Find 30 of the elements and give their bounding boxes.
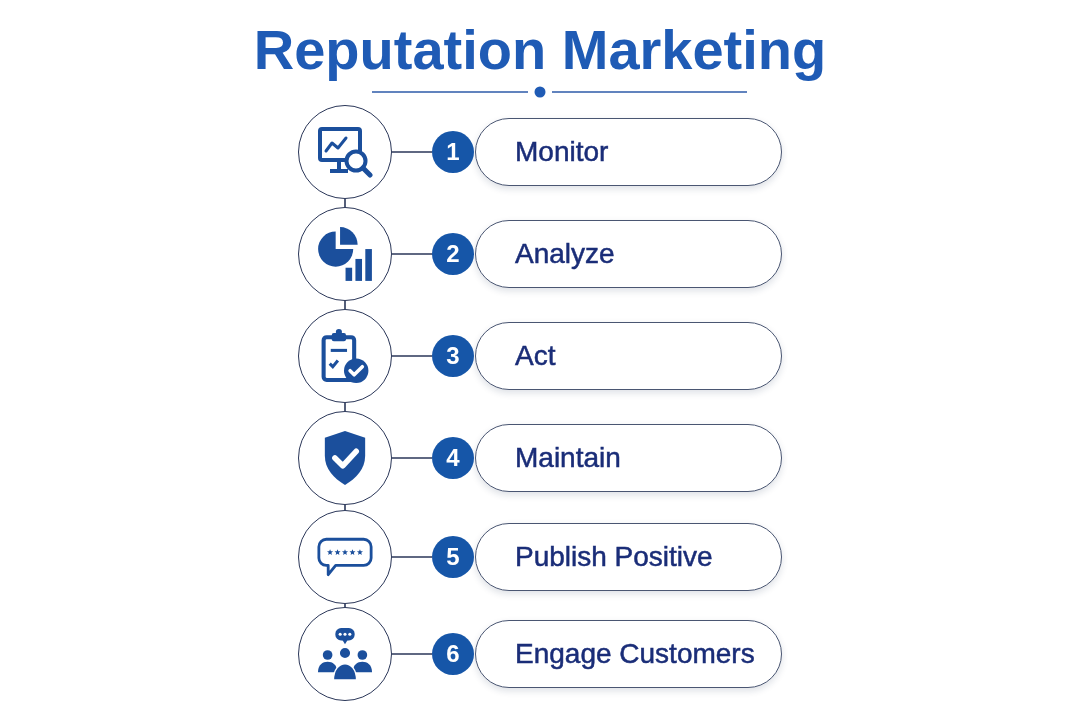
step-title: Analyze bbox=[515, 237, 615, 271]
connector-line bbox=[391, 355, 433, 357]
step-card bbox=[475, 220, 782, 288]
connector-line bbox=[391, 253, 433, 255]
step-title: Act bbox=[515, 339, 556, 373]
step-number: 5 bbox=[432, 536, 474, 578]
step-number: 4 bbox=[432, 437, 474, 479]
step-title: Monitor bbox=[515, 135, 609, 169]
connector-line bbox=[344, 402, 346, 412]
step-card bbox=[475, 322, 782, 390]
step-title: Publish Positive bbox=[515, 540, 713, 574]
step-number: 1 bbox=[432, 131, 474, 173]
step-title: Engage Customers bbox=[515, 637, 755, 671]
step-number: 6 bbox=[432, 633, 474, 675]
step-number: 3 bbox=[432, 335, 474, 377]
step-title: Maintain bbox=[515, 441, 621, 475]
connector-line bbox=[391, 151, 433, 153]
connector-line bbox=[391, 556, 433, 558]
title: Reputation Marketing bbox=[253, 18, 827, 82]
step-card bbox=[475, 523, 782, 591]
step-number: 2 bbox=[432, 233, 474, 275]
connector-line bbox=[391, 457, 433, 459]
step-card bbox=[475, 424, 782, 492]
step-card bbox=[475, 620, 782, 688]
connector-line bbox=[344, 300, 346, 310]
connector-line bbox=[344, 603, 346, 608]
connector-line bbox=[344, 198, 346, 208]
step-card bbox=[475, 118, 782, 186]
connector-line bbox=[344, 504, 346, 511]
connector-line bbox=[391, 653, 433, 655]
